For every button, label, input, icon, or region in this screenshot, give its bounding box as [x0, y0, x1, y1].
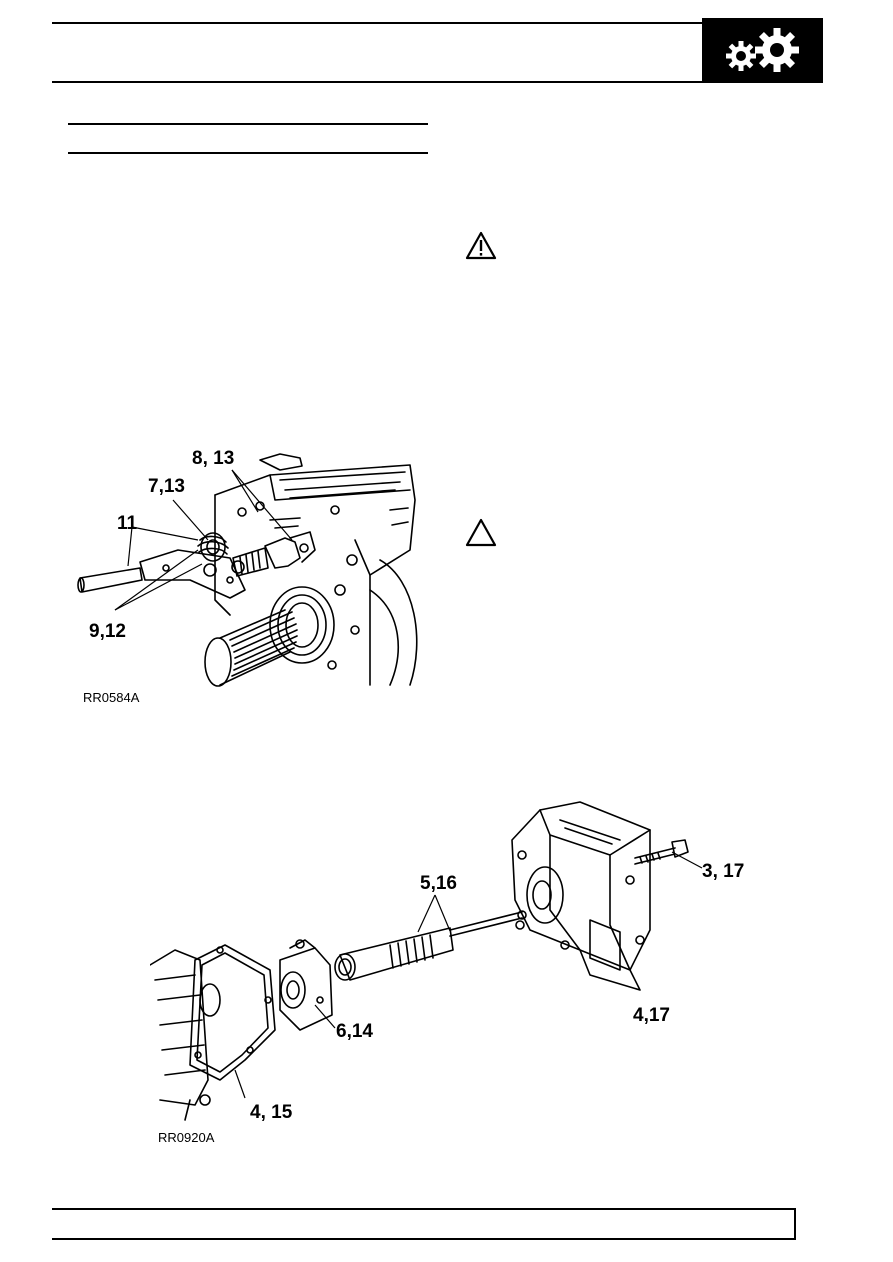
caution-triangle-icon — [465, 518, 497, 547]
figure-1-callout-11: 11 — [117, 513, 138, 534]
footer-top-rule — [52, 1208, 796, 1210]
header-bottom-rule — [52, 81, 823, 83]
figure-2-callout-6-14: 6,14 — [336, 1021, 373, 1042]
header-top-rule — [52, 22, 702, 24]
footer-bottom-rule — [52, 1238, 796, 1240]
figure-1-callout-8-13: 8, 13 — [192, 448, 235, 469]
footer-end-rule — [794, 1208, 796, 1240]
figure-2-illustration — [150, 801, 703, 1121]
warning-triangle-icon — [465, 231, 497, 260]
figure-2-callout-4-15: 4, 15 — [250, 1102, 293, 1123]
figure-1-callout-7-13: 7,13 — [148, 476, 185, 497]
title-rule-bottom — [68, 152, 428, 154]
section-badge — [702, 18, 823, 83]
title-rule-top — [68, 123, 428, 125]
figure-2-callout-4-17: 4,17 — [633, 1005, 670, 1026]
figure-2-callout-3-17: 3, 17 — [702, 861, 745, 882]
figure-2-callout-5-16: 5,16 — [420, 873, 457, 894]
figure-1-callout-9-12: 9,12 — [89, 621, 126, 642]
figure-2-reference: RR0920A — [158, 1130, 215, 1145]
gears-icon — [726, 28, 799, 72]
figure-1-reference: RR0584A — [83, 690, 140, 705]
figure-1-illustration — [77, 453, 418, 687]
